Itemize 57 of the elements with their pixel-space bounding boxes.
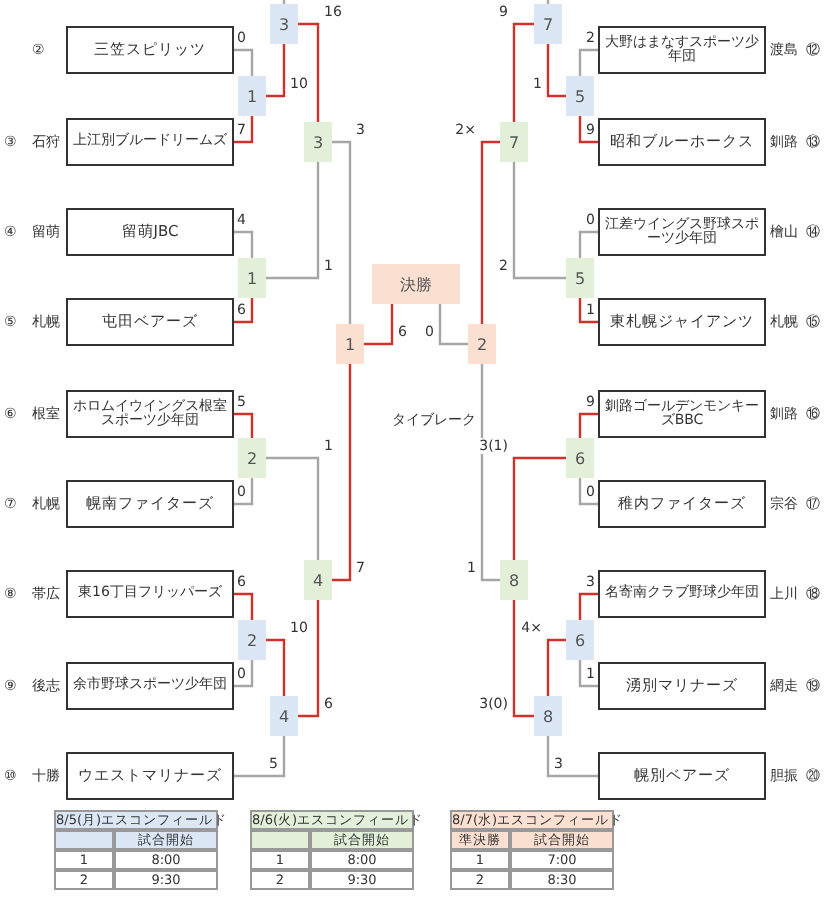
- bracket-line: [546, 0, 550, 4]
- game-number-box: 4: [270, 696, 298, 736]
- bracket-line: [578, 230, 598, 258]
- bracket-line: [332, 140, 352, 324]
- bracket-line: [298, 22, 320, 122]
- bracket-line: [234, 660, 254, 688]
- game-number-box: 2: [238, 438, 266, 478]
- bracket-line: [234, 736, 286, 778]
- bracket-line: [578, 592, 598, 620]
- bracket-line: [266, 638, 286, 696]
- game-number-box: 3: [270, 4, 298, 44]
- game-number-box: 5: [566, 76, 594, 116]
- bracket-line: [512, 22, 534, 122]
- bracket-line: [578, 48, 598, 76]
- game-number-box: 8: [500, 560, 528, 600]
- game-number-box: 6: [566, 438, 594, 478]
- game-number-box: 1: [238, 76, 266, 116]
- bracket-line: [266, 44, 286, 98]
- bracket-line: [332, 364, 352, 582]
- bracket-line: [364, 304, 394, 346]
- bracket-line: [546, 44, 566, 98]
- bracket-line: [480, 364, 500, 582]
- game-number-box: 7: [500, 122, 528, 162]
- bracket-line: [512, 456, 566, 560]
- bracket-line: [234, 298, 254, 324]
- bracket-line: [578, 298, 598, 324]
- bracket-line: [578, 412, 598, 438]
- bracket-line: [438, 304, 468, 346]
- bracket-line: [298, 600, 320, 718]
- bracket-line: [234, 230, 254, 258]
- bracket-line: [234, 478, 254, 506]
- bracket-line: [512, 162, 566, 280]
- bracket-line: [234, 592, 254, 620]
- bracket-line: [480, 140, 500, 324]
- bracket-line: [266, 456, 320, 560]
- bracket-line: [234, 412, 254, 438]
- game-number-box: 2: [238, 620, 266, 660]
- game-number-box: 6: [566, 620, 594, 660]
- game-number-box: 7: [534, 4, 562, 44]
- bracket-line: [234, 116, 254, 144]
- bracket-line: [234, 48, 254, 76]
- bracket-line: [578, 116, 598, 144]
- game-number-box: 5: [566, 258, 594, 298]
- game-number-box: 8: [534, 696, 562, 736]
- game-number-box: 1: [238, 258, 266, 298]
- bracket-line: [282, 0, 286, 4]
- bracket-line: [578, 660, 598, 688]
- game-number-box: 3: [304, 122, 332, 162]
- bracket-line: [266, 162, 320, 280]
- bracket-line: [578, 478, 598, 506]
- game-number-box: 1: [336, 324, 364, 364]
- bracket-line: [546, 638, 566, 696]
- game-number-box: 2: [468, 324, 496, 364]
- game-number-box: 4: [304, 560, 332, 600]
- bracket-line: [512, 600, 534, 718]
- bracket-line: [546, 736, 598, 778]
- final-box: 決勝: [372, 264, 460, 304]
